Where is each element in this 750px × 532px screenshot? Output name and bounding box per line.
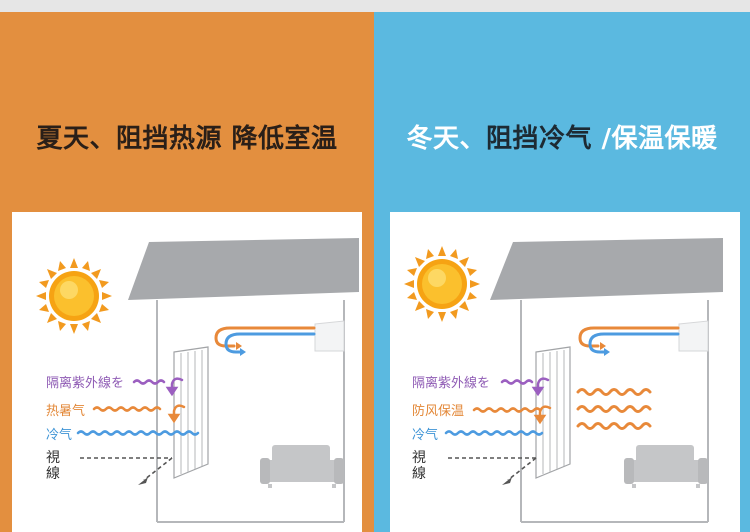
summer-headline: 夏天、阻挡热源 降低室温: [36, 124, 338, 154]
sun-icon: [36, 258, 112, 334]
uv-arrow: [500, 377, 550, 397]
sight-arrowhead: [502, 477, 512, 485]
label-warm: 防风保温: [412, 404, 465, 419]
air-conditioner-icon: [314, 320, 345, 352]
winter-illustration-card: 隔离紫外線を 防风保温 冷气 視線: [390, 212, 740, 532]
uv-arrow: [132, 377, 184, 397]
summer-panel: 夏天、阻挡热源 降低室温: [0, 12, 374, 532]
winter-headline-part1: 冬天、: [406, 124, 486, 154]
label-cold: 冷气: [46, 428, 73, 443]
label-view: 視線: [412, 450, 426, 482]
winter-headline: 冬天、阻挡冷气 /保温保暖: [374, 118, 750, 155]
winter-headline-part2: 阻挡冷气: [485, 124, 592, 154]
winter-panel: 冬天、阻挡冷气 /保温保暖: [374, 12, 750, 532]
cold-arrow: [76, 430, 200, 436]
ac-airflow: [214, 326, 316, 356]
cold-arrow: [444, 430, 544, 436]
sight-line: [448, 457, 537, 481]
winter-illustration: [404, 238, 723, 523]
label-heat: 热暑气: [46, 404, 86, 419]
air-conditioner-icon: [678, 320, 709, 352]
heat-arrow: [92, 404, 186, 424]
sofa-icon: [260, 445, 344, 488]
sun-icon: [404, 246, 480, 322]
label-cold: 冷气: [412, 428, 439, 443]
label-uv: 隔离紫外線を: [46, 376, 125, 391]
winter-headline-part3: /保温保暖: [591, 124, 718, 154]
warm-arrow: [472, 405, 552, 425]
window-blind-icon: [173, 346, 209, 479]
top-strip: [0, 0, 750, 12]
sight-line: [80, 457, 173, 481]
summer-illustration-card: 隔离紫外線を 热暑气 冷气 視線: [12, 212, 362, 532]
label-view: 視線: [46, 450, 60, 482]
warm-waves: [576, 388, 652, 430]
label-uv: 隔离紫外線を: [412, 376, 491, 391]
roof-icon: [490, 238, 723, 300]
ac-airflow: [578, 326, 680, 356]
summer-illustration: [36, 238, 359, 523]
roof-icon: [128, 238, 359, 300]
sight-arrowhead: [138, 477, 148, 485]
sofa-icon: [624, 445, 708, 488]
